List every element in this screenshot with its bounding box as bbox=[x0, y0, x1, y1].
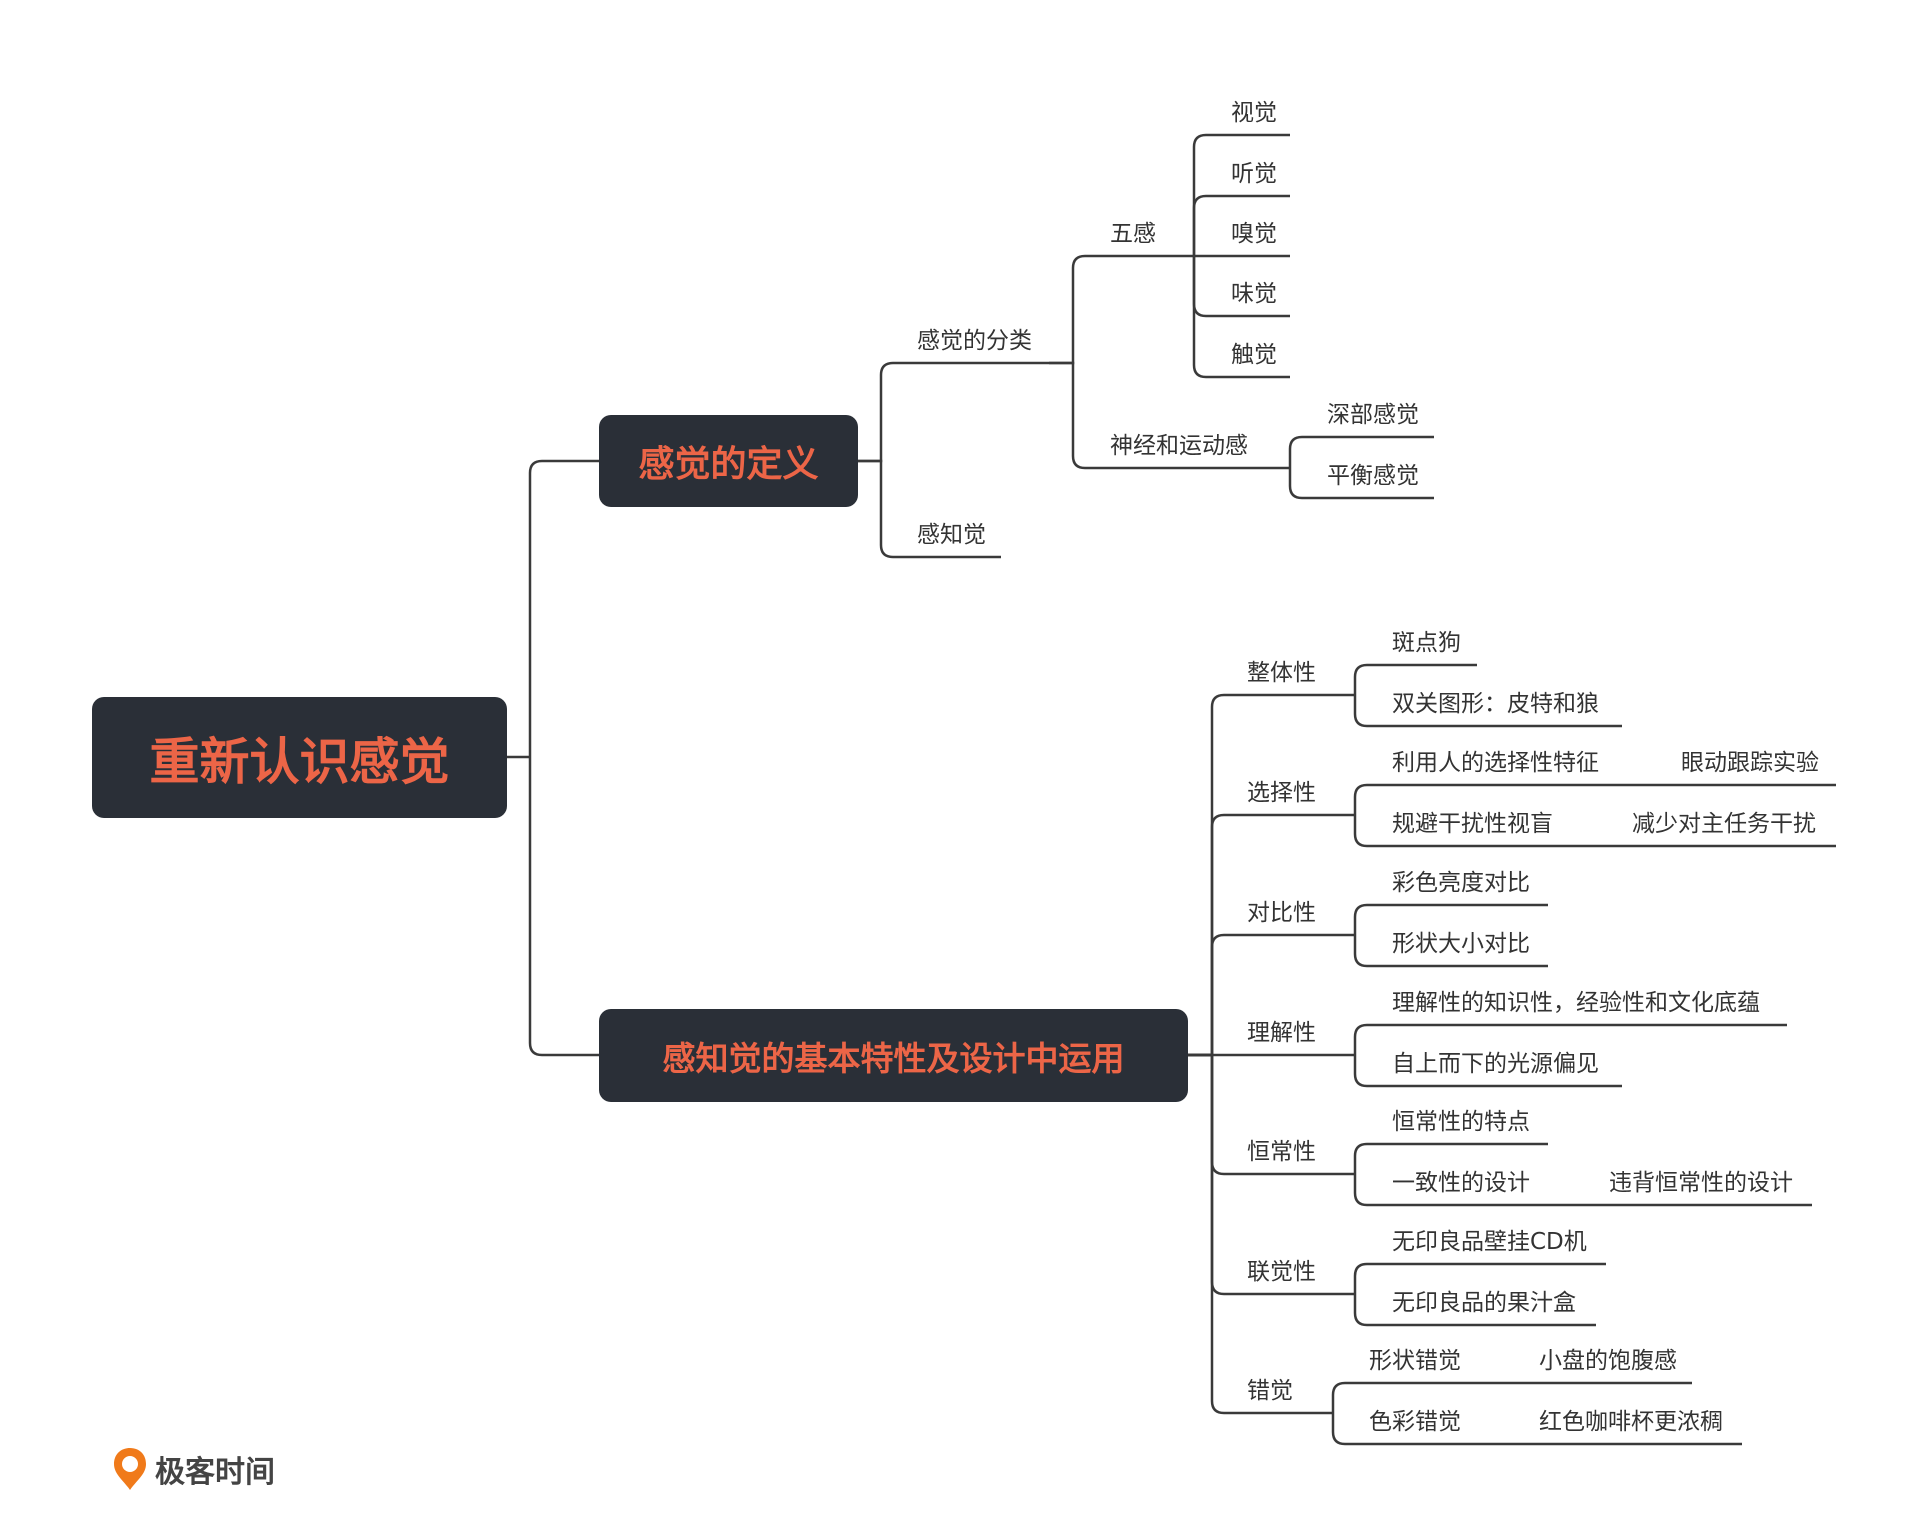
connector-line bbox=[1049, 361, 1290, 470]
leaf-label[interactable]: 无印良品壁挂CD机 bbox=[1392, 1229, 1587, 1255]
branch-node-definition[interactable]: 感觉的定义 bbox=[599, 415, 858, 507]
branch-label: 感觉的定义 bbox=[638, 444, 819, 485]
leaf-label[interactable]: 触觉 bbox=[1231, 342, 1277, 368]
connector-line bbox=[1192, 133, 1290, 256]
connector-line bbox=[1353, 1294, 1596, 1327]
leaf-label[interactable]: 一致性的设计 bbox=[1392, 1170, 1530, 1196]
connector-line bbox=[1331, 1413, 1742, 1446]
logo-pin-icon bbox=[114, 1448, 146, 1490]
connector-line bbox=[858, 361, 1049, 463]
leaf-detail-label[interactable]: 减少对主任务干扰 bbox=[1632, 811, 1816, 837]
leaf-label[interactable]: 形状错觉 bbox=[1369, 1348, 1461, 1374]
connector-line bbox=[1288, 468, 1434, 500]
logo-text: 极客时间 bbox=[155, 1455, 275, 1490]
connector-line bbox=[1188, 693, 1355, 1057]
leaf-label[interactable]: 斑点狗 bbox=[1392, 630, 1461, 656]
branch-label: 感知觉的基本特性及设计中运用 bbox=[662, 1038, 1125, 1078]
root-node[interactable]: 重新认识感觉 bbox=[92, 697, 507, 818]
group-label[interactable]: 恒常性 bbox=[1247, 1139, 1316, 1165]
group-label[interactable]: 对比性 bbox=[1247, 900, 1316, 926]
connector-line bbox=[1353, 1023, 1787, 1055]
connector-line bbox=[1353, 1262, 1606, 1294]
connector-line bbox=[858, 459, 1001, 559]
connector-line bbox=[528, 757, 599, 1057]
group-label[interactable]: 整体性 bbox=[1247, 660, 1316, 686]
connector-line bbox=[1331, 1381, 1692, 1413]
leaf-detail-label[interactable]: 小盘的饱腹感 bbox=[1539, 1348, 1677, 1374]
leaf-label[interactable]: 嗅觉 bbox=[1231, 221, 1277, 247]
leaf-detail-label[interactable]: 违背恒常性的设计 bbox=[1609, 1170, 1793, 1196]
leaf-label[interactable]: 听觉 bbox=[1231, 161, 1277, 187]
connector-line bbox=[528, 459, 599, 757]
leaf-label[interactable]: 味觉 bbox=[1231, 281, 1277, 307]
logo: 极客时间 bbox=[111, 1446, 275, 1492]
branch-node-characteristics[interactable]: 感知觉的基本特性及设计中运用 bbox=[599, 1009, 1188, 1102]
leaf-label[interactable]: 恒常性的特点 bbox=[1392, 1109, 1530, 1135]
topic-label[interactable]: 五感 bbox=[1110, 221, 1156, 247]
group-label[interactable]: 错觉 bbox=[1247, 1378, 1293, 1404]
leaf-label[interactable]: 自上而下的光源偏见 bbox=[1392, 1051, 1599, 1077]
connector-line bbox=[1353, 1142, 1548, 1174]
connector-line bbox=[1192, 256, 1290, 379]
leaf-label[interactable]: 利用人的选择性特征 bbox=[1392, 750, 1599, 776]
connector-line bbox=[1353, 1055, 1622, 1088]
group-label[interactable]: 联觉性 bbox=[1247, 1259, 1316, 1285]
leaf-label[interactable]: 形状大小对比 bbox=[1392, 931, 1530, 957]
topic-label[interactable]: 感觉的分类 bbox=[917, 328, 1032, 354]
leaf-label[interactable]: 色彩错觉 bbox=[1369, 1409, 1461, 1435]
connector-line bbox=[1353, 1174, 1812, 1207]
connector-line bbox=[1353, 935, 1548, 968]
connector-line bbox=[1049, 254, 1194, 365]
connector-line bbox=[1288, 435, 1434, 468]
group-label[interactable]: 理解性 bbox=[1247, 1020, 1316, 1046]
topic-label[interactable]: 感知觉 bbox=[917, 522, 986, 548]
connector-line bbox=[1188, 813, 1355, 1057]
leaf-label[interactable]: 理解性的知识性，经验性和文化底蕴 bbox=[1392, 990, 1760, 1016]
leaf-label[interactable]: 平衡感觉 bbox=[1327, 463, 1419, 489]
leaf-label[interactable]: 无印良品的果汁盒 bbox=[1392, 1290, 1576, 1316]
connector-line bbox=[1353, 663, 1477, 695]
connector-line bbox=[1188, 933, 1355, 1057]
leaf-label[interactable]: 双关图形：皮特和狼 bbox=[1392, 691, 1599, 717]
group-label[interactable]: 选择性 bbox=[1247, 780, 1316, 806]
connector-line bbox=[1353, 815, 1836, 848]
connector-line bbox=[1188, 1053, 1333, 1415]
root-node-label: 重新认识感觉 bbox=[149, 732, 450, 791]
leaf-label[interactable]: 彩色亮度对比 bbox=[1392, 870, 1530, 896]
leaf-label[interactable]: 视觉 bbox=[1231, 100, 1277, 126]
connector-line bbox=[1192, 194, 1290, 256]
connector-line bbox=[1353, 695, 1622, 728]
leaf-detail-label[interactable]: 眼动跟踪实验 bbox=[1681, 750, 1819, 776]
leaf-label[interactable]: 规避干扰性视盲 bbox=[1392, 811, 1553, 837]
connector-line bbox=[1353, 783, 1836, 815]
connector-line bbox=[1353, 903, 1548, 935]
topic-label[interactable]: 神经和运动感 bbox=[1110, 433, 1248, 459]
leaf-label[interactable]: 深部感觉 bbox=[1327, 402, 1419, 428]
leaf-detail-label[interactable]: 红色咖啡杯更浓稠 bbox=[1539, 1409, 1723, 1435]
